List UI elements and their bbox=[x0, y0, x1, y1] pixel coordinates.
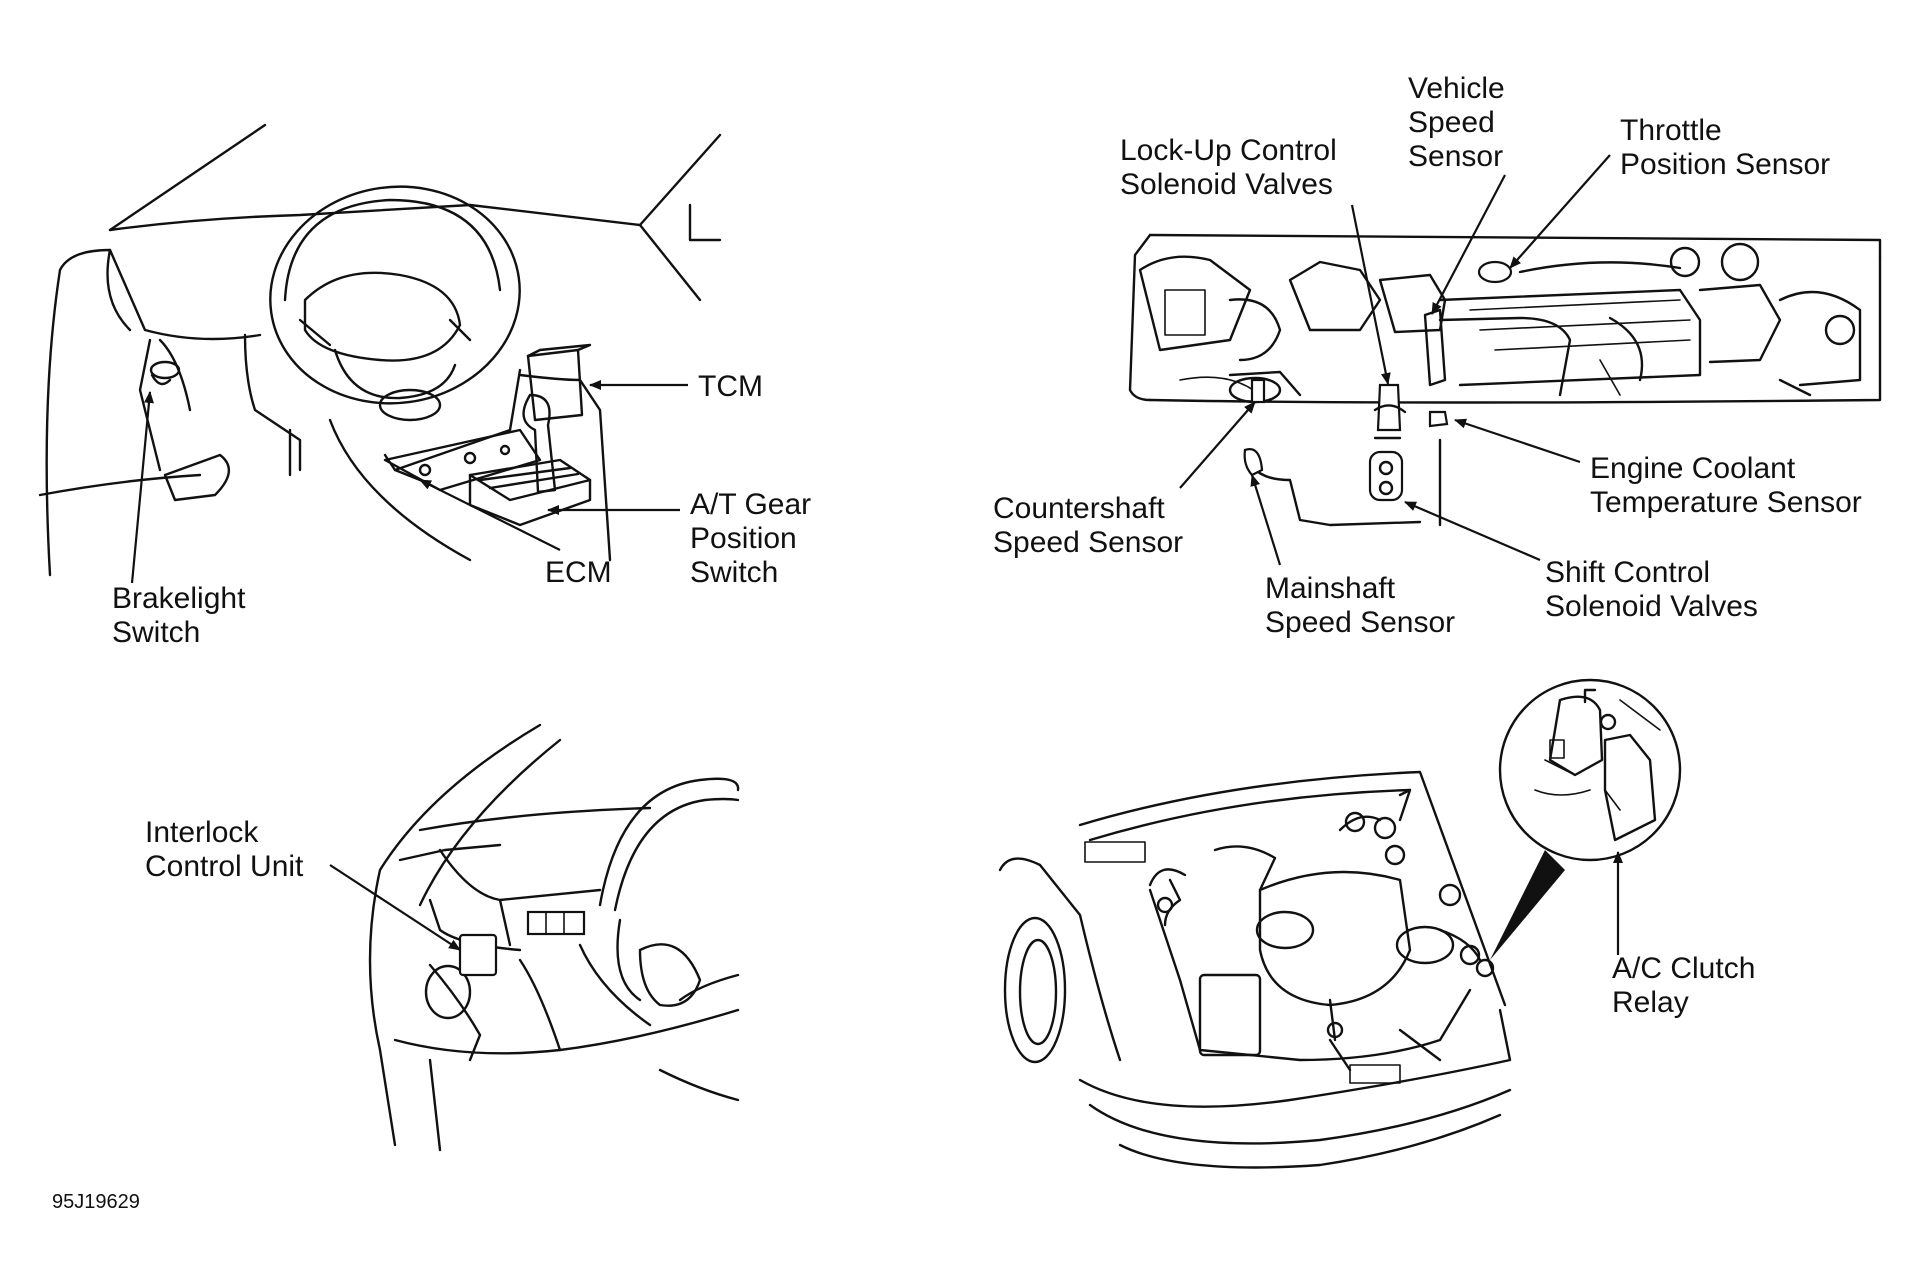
ac-label-line1: A/C Clutch bbox=[1612, 952, 1755, 985]
at-gear-label-line1: A/T Gear bbox=[690, 488, 811, 521]
mainshaft-label-line1: Mainshaft bbox=[1265, 572, 1396, 605]
at-gear-label-line3: Switch bbox=[690, 556, 778, 589]
ect-label-line2: Temperature Sensor bbox=[1590, 486, 1862, 519]
interlock-dash-illustration bbox=[368, 723, 740, 1152]
mainshaft-label-line2: Speed Sensor bbox=[1265, 606, 1455, 639]
ac-clutch-relay-callout: A/C Clutch Relay bbox=[1612, 851, 1755, 1019]
ac-label-line2: Relay bbox=[1612, 986, 1689, 1019]
brakelight-label-line1: Brakelight bbox=[112, 582, 246, 615]
lockup-label-line2: Solenoid Valves bbox=[1120, 168, 1333, 201]
lockup-label-line1: Lock-Up Control bbox=[1120, 134, 1337, 167]
ecm-callout: ECM bbox=[419, 479, 612, 589]
vss-label-line2: Speed bbox=[1408, 106, 1495, 139]
shift-control-solenoid-callout: Shift Control Solenoid Valves bbox=[1404, 500, 1758, 623]
at-gear-position-switch-callout: A/T Gear Position Switch bbox=[547, 488, 811, 589]
mainshaft-speed-sensor-callout: Mainshaft Speed Sensor bbox=[1250, 474, 1455, 639]
shift-label-line1: Shift Control bbox=[1545, 556, 1710, 589]
ect-label-line1: Engine Coolant bbox=[1590, 452, 1796, 485]
interlock-control-unit-callout: Interlock Control Unit bbox=[145, 816, 461, 951]
countershaft-speed-sensor-callout: Countershaft Speed Sensor bbox=[993, 401, 1256, 559]
throttle-position-sensor-callout: Throttle Position Sensor bbox=[1509, 114, 1830, 269]
tps-label-line1: Throttle bbox=[1620, 114, 1722, 147]
lockup-control-solenoid-callout: Lock-Up Control Solenoid Valves bbox=[1120, 134, 1391, 385]
dashboard-illustration bbox=[38, 123, 722, 577]
vss-label-line3: Sensor bbox=[1408, 140, 1503, 173]
brakelight-label-line2: Switch bbox=[112, 616, 200, 649]
tcm-label: TCM bbox=[698, 370, 763, 403]
tcm-callout: TCM bbox=[589, 370, 763, 403]
figure-reference-number: 95J19629 bbox=[52, 1191, 140, 1213]
interlock-label-line1: Interlock bbox=[145, 816, 259, 849]
engine-bay-illustration bbox=[998, 678, 1682, 1169]
engine-coolant-temp-sensor-callout: Engine Coolant Temperature Sensor bbox=[1454, 418, 1862, 519]
tps-label-line2: Position Sensor bbox=[1620, 148, 1830, 181]
brakelight-switch-callout: Brakelight Switch bbox=[112, 391, 246, 649]
at-gear-label-line2: Position bbox=[690, 522, 797, 555]
interlock-label-line2: Control Unit bbox=[145, 850, 304, 883]
ecm-label: ECM bbox=[545, 556, 612, 589]
countershaft-label-line2: Speed Sensor bbox=[993, 526, 1183, 559]
countershaft-label-line1: Countershaft bbox=[993, 492, 1165, 525]
vss-label-line1: Vehicle bbox=[1408, 72, 1505, 105]
shift-label-line2: Solenoid Valves bbox=[1545, 590, 1758, 623]
vehicle-speed-sensor-callout: Vehicle Speed Sensor bbox=[1408, 72, 1506, 315]
